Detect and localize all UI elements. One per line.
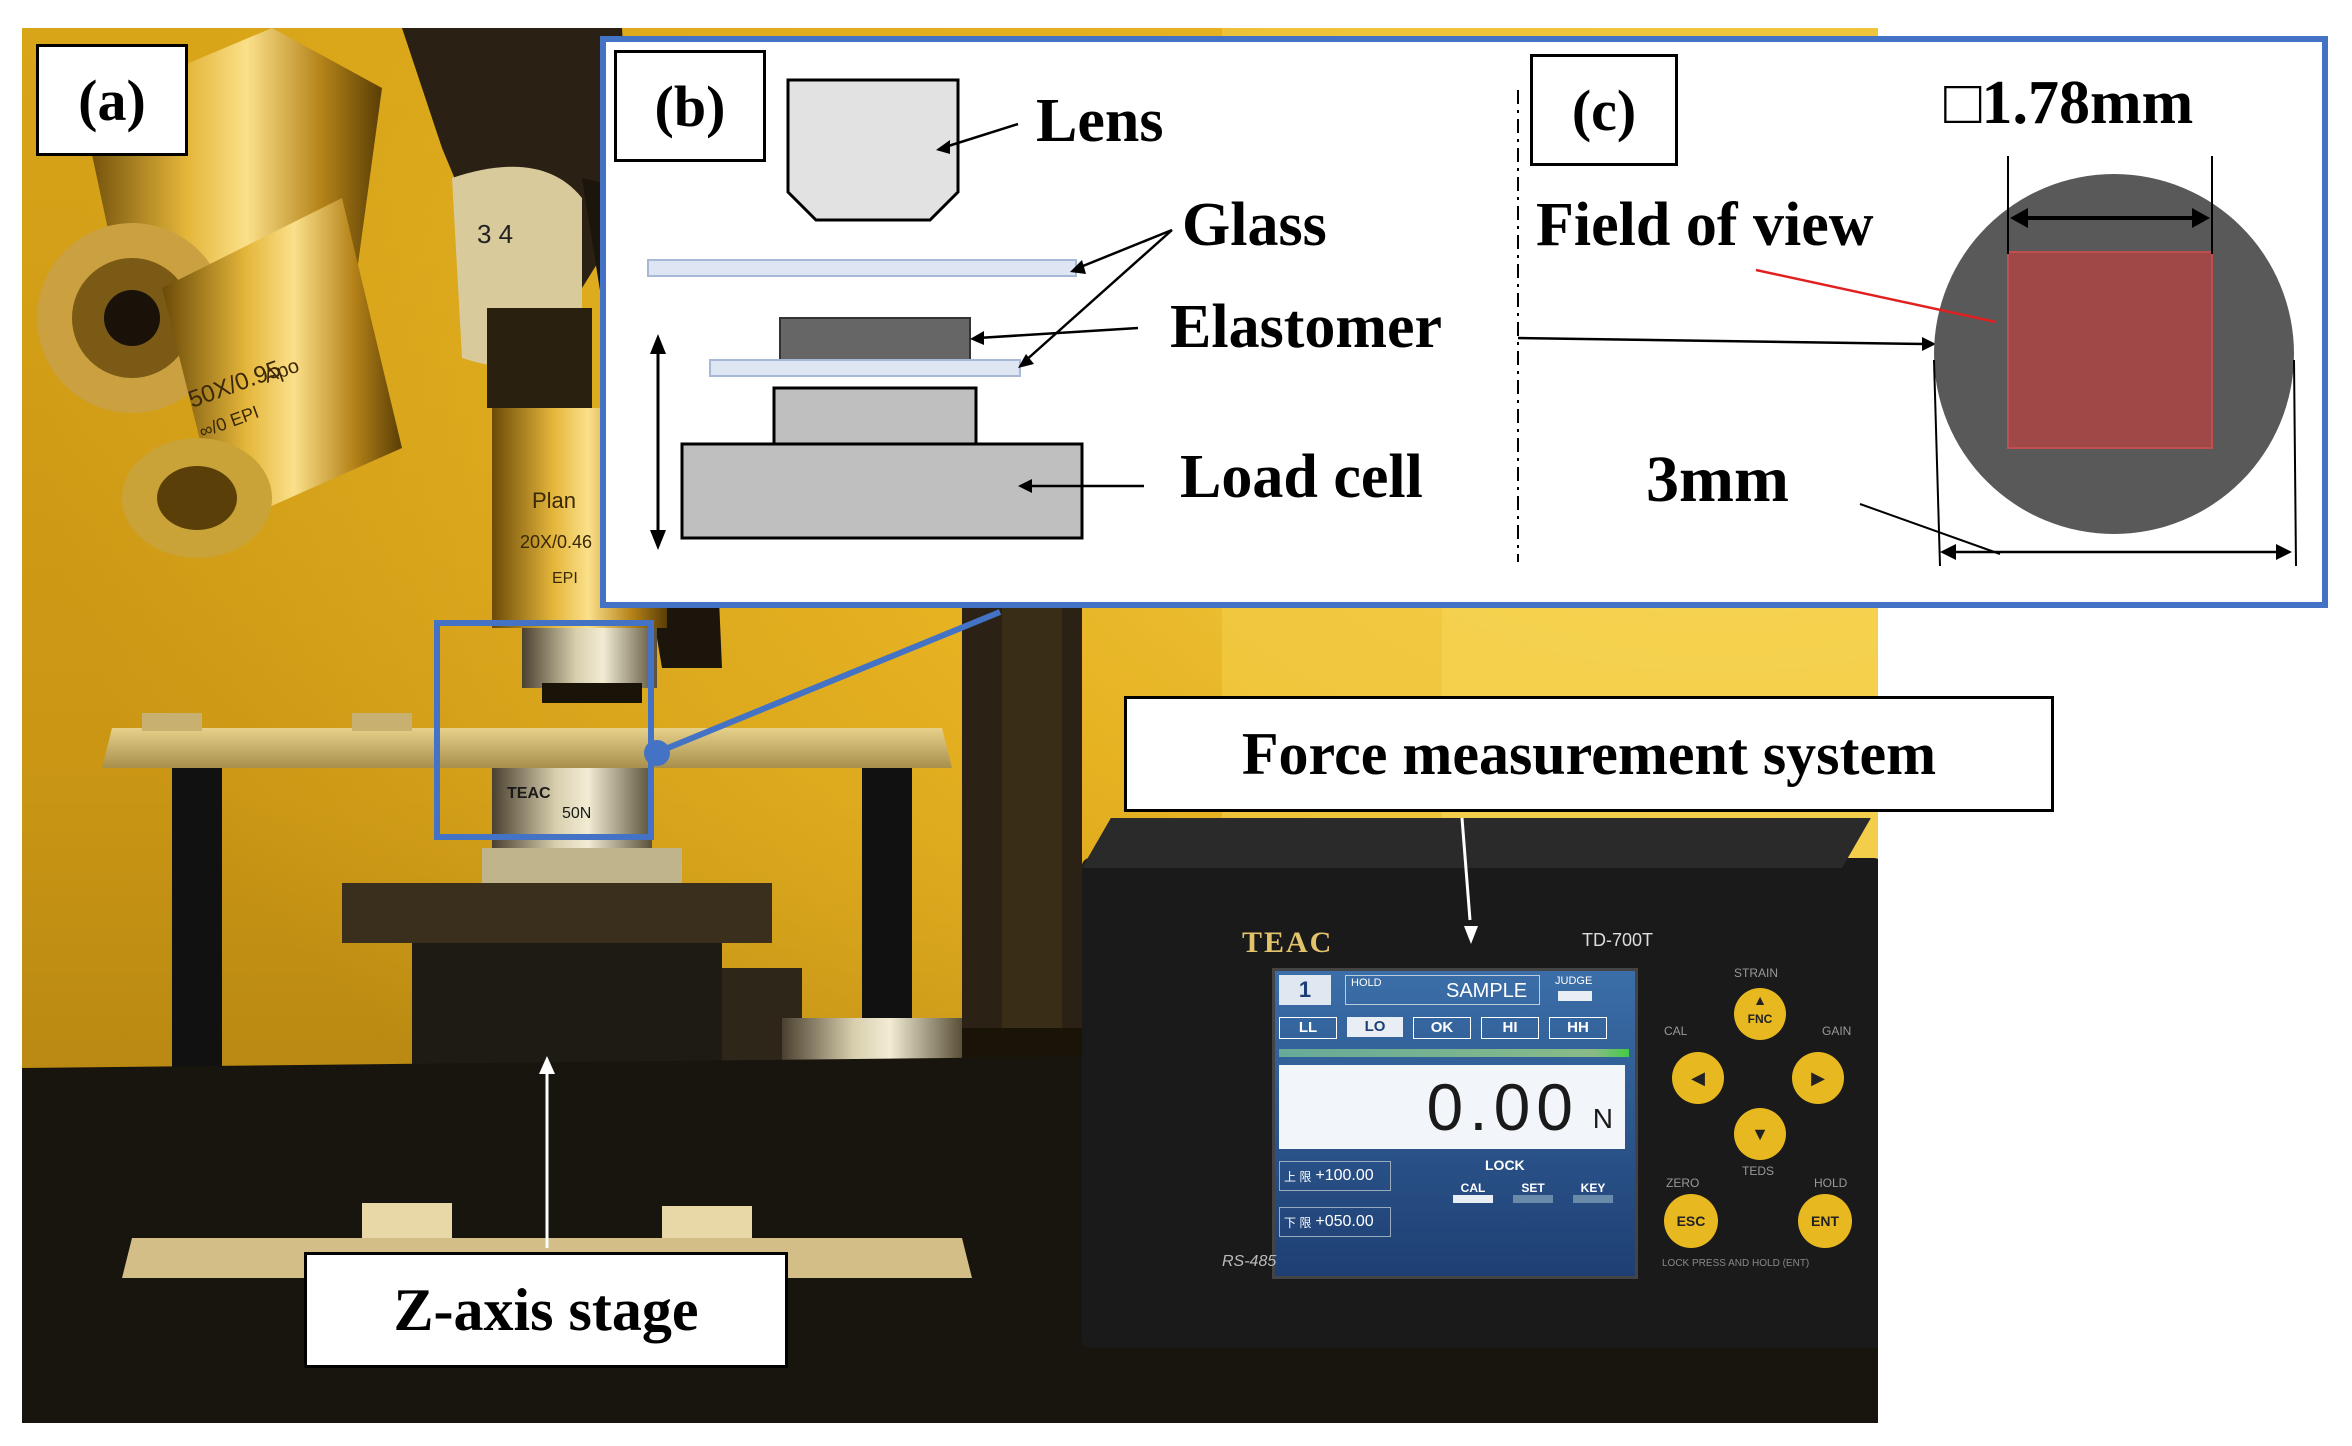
svg-text:EPI: EPI xyxy=(552,570,578,587)
label-elastomer: Elastomer xyxy=(1170,293,1443,361)
key-gain-label: GAIN xyxy=(1822,1024,1852,1038)
diagram-inset: (b) (c) Lens Glass Elastomer Load cell □… xyxy=(600,36,2328,608)
inset-drawing xyxy=(647,78,2297,567)
lock-items: CAL SET KEY xyxy=(1443,1181,1623,1203)
arrow-left-icon: ◀ xyxy=(1691,1068,1705,1088)
judge-hh[interactable]: HH xyxy=(1549,1017,1607,1039)
bar-graph xyxy=(1279,1049,1629,1057)
zoom-region-box xyxy=(434,620,654,840)
lock-key: KEY xyxy=(1573,1181,1613,1203)
load-cell-base xyxy=(680,442,1084,540)
arrow-up-icon: ▲ xyxy=(1753,994,1767,1009)
device-brand: TEAC xyxy=(1242,926,1334,959)
judge-hi[interactable]: HI xyxy=(1481,1017,1539,1039)
reading-panel: 0.00 N xyxy=(1279,1065,1625,1149)
force-unit: N xyxy=(1592,1103,1613,1134)
elastomer-shape xyxy=(779,317,971,361)
upper-limit-value: +100.00 xyxy=(1315,1167,1374,1184)
judge-indicator xyxy=(1558,991,1592,1001)
photo-annotations xyxy=(539,609,1478,1248)
label-field-of-view: Field of view xyxy=(1536,191,1874,259)
upper-limit-row: 上 限 +100.00 xyxy=(1279,1161,1391,1191)
glass-bottom xyxy=(709,359,1021,377)
left-key[interactable]: ◀ xyxy=(1672,1052,1724,1104)
device-screen: 1 HOLD SAMPLE JUDGE LL LO OK HI HH 0.00 … xyxy=(1272,968,1638,1279)
key-teds-label: TEDS xyxy=(1742,1164,1775,1178)
force-indicator-device: TEAC TD-700T 1 HOLD SAMPLE JUDGE LL LO O… xyxy=(1082,818,1878,1348)
panel-label-c: (c) xyxy=(1530,54,1678,166)
key-zero-label: ZERO xyxy=(1666,1176,1700,1190)
down-key[interactable]: ▼ xyxy=(1734,1108,1786,1160)
sample-mode: SAMPLE xyxy=(1345,975,1540,1005)
ent-key[interactable]: ENT xyxy=(1798,1194,1852,1248)
port-label: RS-485 xyxy=(1222,1253,1277,1270)
label-load-cell: Load cell xyxy=(1180,443,1423,511)
esc-key-label: ESC xyxy=(1676,1213,1706,1229)
svg-text:3 4: 3 4 xyxy=(477,219,513,249)
fov-square xyxy=(2007,251,2213,449)
lower-limit-value: +050.00 xyxy=(1315,1213,1374,1230)
svg-text:50N: 50N xyxy=(562,805,591,822)
arrow-right-icon: ▶ xyxy=(1811,1068,1825,1088)
judge-lo[interactable]: LO xyxy=(1347,1017,1403,1037)
lock-cal: CAL xyxy=(1453,1181,1493,1203)
fnc-key[interactable]: ▲ FNC xyxy=(1734,988,1786,1040)
label-lens: Lens xyxy=(1036,87,1164,155)
arrow-down-icon: ▼ xyxy=(1751,1124,1769,1144)
ent-key-label: ENT xyxy=(1811,1213,1839,1229)
lock-note: LOCK PRESS AND HOLD (ENT) xyxy=(1662,1258,1810,1269)
callout-force-measurement-system: Force measurement system xyxy=(1124,696,2054,812)
key-hold-label: HOLD xyxy=(1814,1176,1848,1190)
svg-text:20X/0.46: 20X/0.46 xyxy=(520,532,592,552)
esc-key[interactable]: ESC xyxy=(1664,1194,1718,1248)
square-icon: □ xyxy=(1944,69,1982,137)
key-strain-label: STRAIN xyxy=(1734,966,1779,980)
judge-ok[interactable]: OK xyxy=(1413,1017,1471,1039)
callout-z-axis-stage: Z-axis stage xyxy=(304,1252,788,1368)
fov-size-label: □1.78mm xyxy=(1944,68,2193,139)
lock-label: LOCK xyxy=(1485,1157,1525,1173)
label-glass: Glass xyxy=(1182,191,1327,259)
label-diameter: 3mm xyxy=(1646,443,1789,516)
judge-buttons: LL LO OK HI HH xyxy=(1279,1017,1629,1039)
hold-label: HOLD xyxy=(1351,977,1382,989)
svg-text:TEAC: TEAC xyxy=(507,785,551,802)
svg-text:Plan: Plan xyxy=(532,488,576,513)
channel-indicator: 1 xyxy=(1279,975,1331,1005)
force-reading: 0.00 xyxy=(1426,1070,1579,1144)
key-cal-label: CAL xyxy=(1664,1024,1688,1038)
judge-ll[interactable]: LL xyxy=(1279,1017,1337,1039)
load-cell-top xyxy=(772,386,978,446)
fnc-key-label: FNC xyxy=(1747,1012,1773,1026)
lower-prefix: 下 限 xyxy=(1284,1215,1312,1230)
zoom-anchor-dot xyxy=(644,740,670,766)
lock-set: SET xyxy=(1513,1181,1553,1203)
fov-size-value: 1.78mm xyxy=(1981,69,2194,137)
lower-limit-row: 下 限 +050.00 xyxy=(1279,1207,1391,1237)
right-key[interactable]: ▶ xyxy=(1792,1052,1844,1104)
glass-top xyxy=(647,259,1077,277)
keypad: STRAIN ▲ FNC CAL GAIN ◀ ▶ ▼ TEDS ZERO HO… xyxy=(1642,958,1872,1298)
lens-shape xyxy=(786,78,960,222)
upper-prefix: 上 限 xyxy=(1284,1169,1312,1184)
device-model: TD-700T xyxy=(1582,930,1654,950)
panel-label-b: (b) xyxy=(614,50,766,162)
panel-label-a: (a) xyxy=(36,44,188,156)
judge-label: JUDGE xyxy=(1555,975,1593,987)
